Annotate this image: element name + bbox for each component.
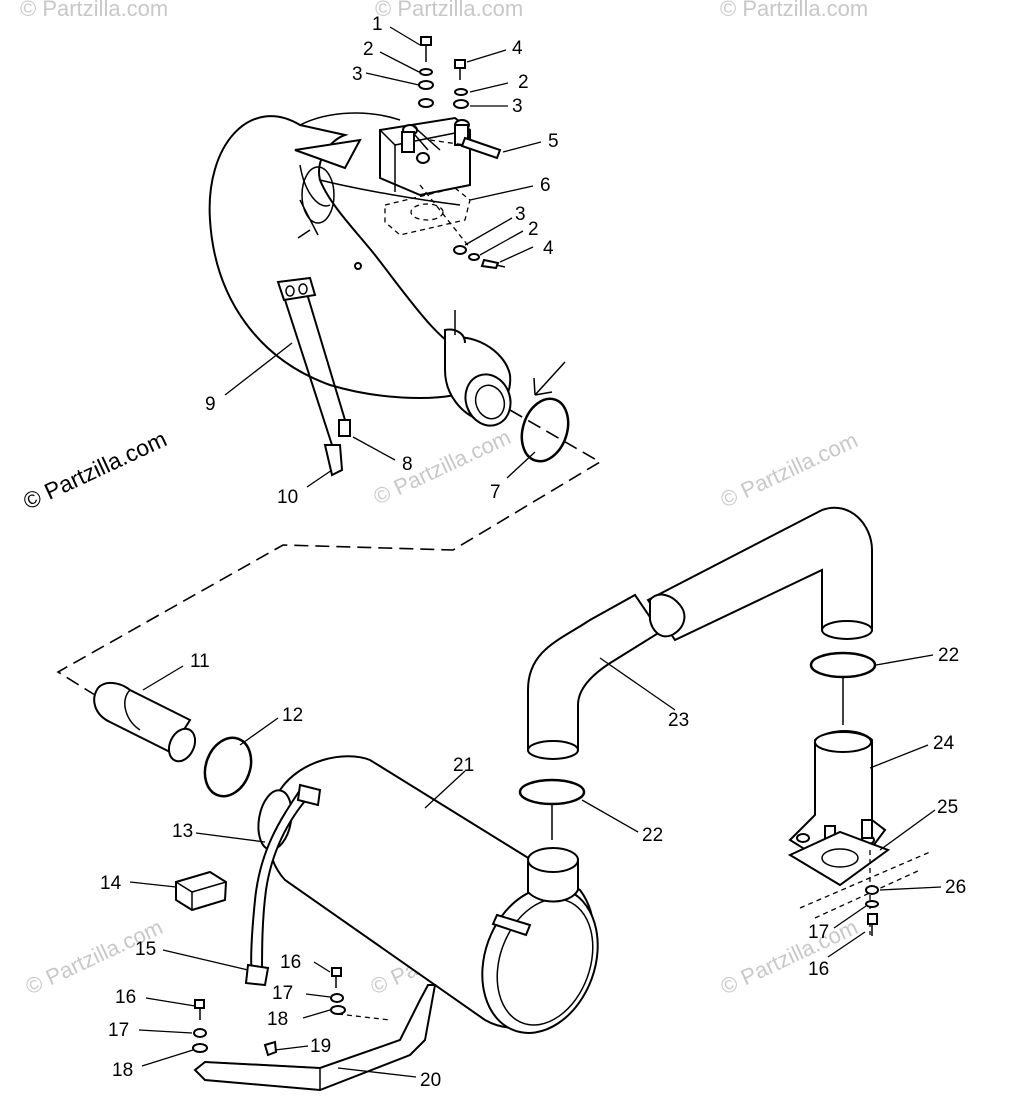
callout-20: 20 bbox=[420, 1070, 441, 1091]
bracket-strap bbox=[276, 276, 317, 302]
callout-8: 8 bbox=[402, 454, 413, 475]
watermark: © Partzilla.com bbox=[375, 0, 523, 21]
callout-14: 14 bbox=[100, 873, 122, 894]
bolt-group bbox=[418, 36, 506, 270]
callout-24: 24 bbox=[933, 733, 955, 754]
callout-22: 22 bbox=[642, 825, 663, 846]
callout-2: 2 bbox=[518, 72, 529, 93]
callout-17: 17 bbox=[272, 983, 293, 1004]
callout-5: 5 bbox=[548, 131, 559, 152]
tail-hose bbox=[527, 593, 662, 751]
rubber-pad bbox=[175, 870, 228, 912]
callout-21: 21 bbox=[453, 755, 474, 776]
watermark: © Partzilla.com bbox=[717, 427, 862, 512]
callout-12: 12 bbox=[282, 705, 303, 726]
callouts: 1 2 3 4 2 3 5 6 3 2 4 9 8 10 7 11 12 21 … bbox=[100, 14, 966, 1091]
callout-4: 4 bbox=[543, 238, 554, 259]
callout-18: 18 bbox=[112, 1060, 133, 1081]
callout-17: 17 bbox=[108, 1020, 129, 1041]
callout-18: 18 bbox=[267, 1009, 288, 1030]
outlet-gasket bbox=[787, 830, 891, 887]
callout-3: 3 bbox=[352, 64, 363, 85]
callout-16: 16 bbox=[115, 987, 136, 1008]
hose-clamp bbox=[520, 397, 570, 463]
rod bbox=[460, 136, 502, 160]
callout-6: 6 bbox=[540, 175, 551, 196]
exhaust-pipe-assembly bbox=[208, 36, 570, 477]
callout-23: 23 bbox=[668, 710, 689, 731]
side-watermark: © Partzilla.com bbox=[19, 425, 170, 514]
callout-2: 2 bbox=[363, 39, 374, 60]
callout-1: 1 bbox=[372, 14, 383, 35]
callout-9: 9 bbox=[205, 394, 216, 415]
exhaust-pipe bbox=[208, 115, 472, 399]
callout-16: 16 bbox=[808, 959, 829, 980]
muffler-assembly bbox=[93, 682, 599, 1092]
callout-26: 26 bbox=[945, 877, 966, 898]
callout-25: 25 bbox=[937, 797, 958, 818]
gasket bbox=[384, 187, 471, 236]
tailpipe-assembly bbox=[518, 506, 931, 936]
watermark: © Partzilla.com bbox=[717, 914, 862, 999]
callout-3: 3 bbox=[515, 204, 526, 225]
callout-13: 13 bbox=[172, 821, 193, 842]
callout-17: 17 bbox=[808, 922, 829, 943]
callout-19: 19 bbox=[310, 1036, 331, 1057]
callout-10: 10 bbox=[277, 487, 298, 508]
leader-lines bbox=[129, 26, 942, 1078]
callout-11: 11 bbox=[190, 651, 210, 672]
callout-16: 16 bbox=[280, 952, 301, 973]
watermark: © Partzilla.com bbox=[20, 0, 168, 21]
callout-7: 7 bbox=[490, 482, 501, 503]
connection-line bbox=[56, 409, 602, 696]
callout-22: 22 bbox=[938, 645, 959, 666]
watermark: © Partzilla.com bbox=[720, 0, 868, 21]
callout-15: 15 bbox=[135, 939, 156, 960]
callout-4: 4 bbox=[512, 38, 523, 59]
callout-2: 2 bbox=[528, 219, 539, 240]
callout-3: 3 bbox=[512, 96, 523, 117]
